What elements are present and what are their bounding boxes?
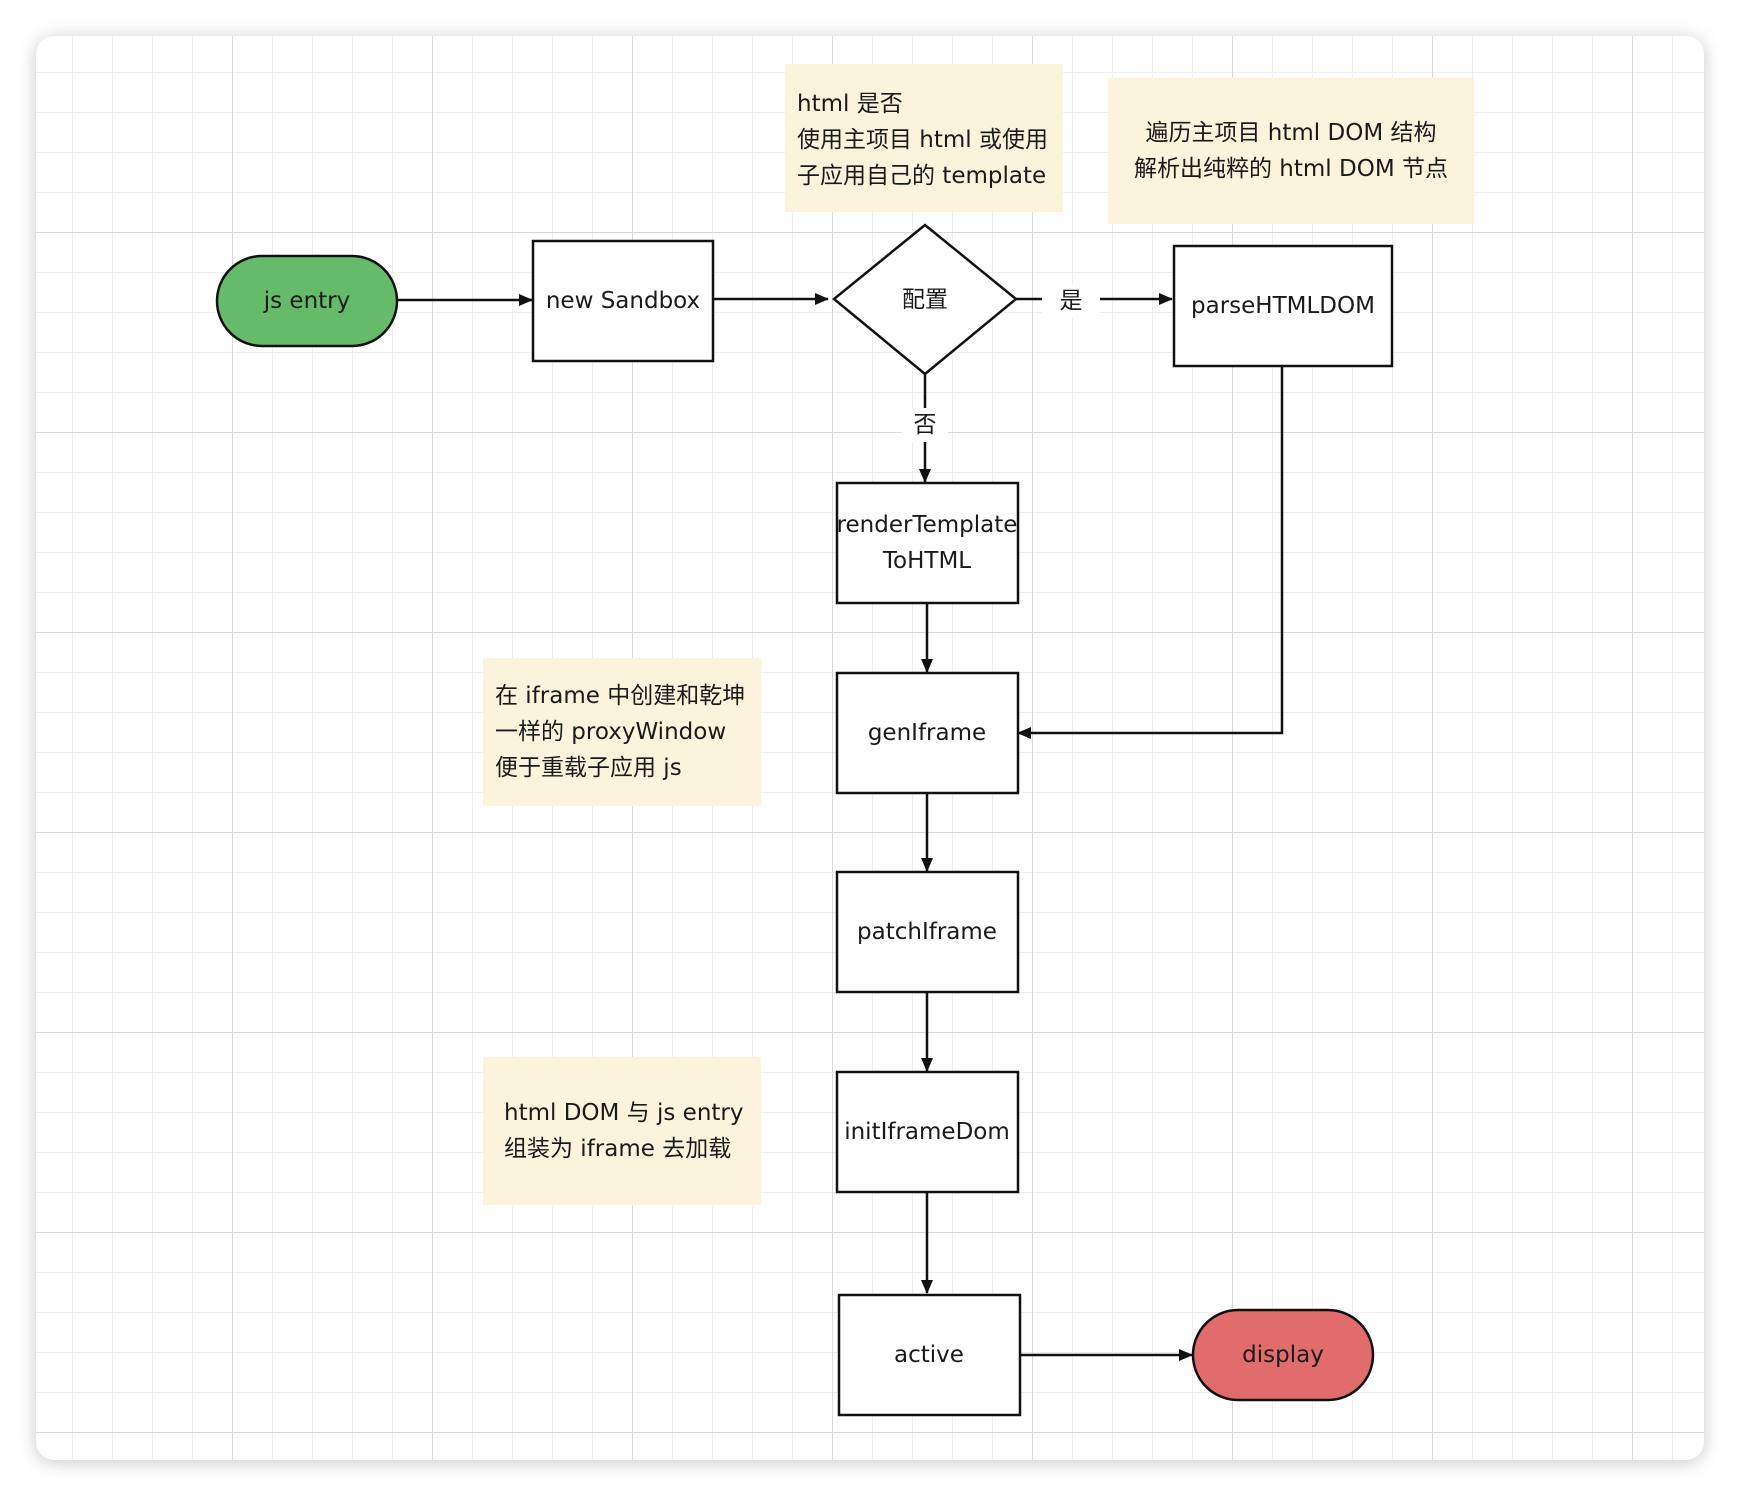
- note-line: html 是否: [797, 91, 903, 117]
- process-patch-iframe-label: patchIframe: [857, 919, 997, 945]
- edge-label-yes-bg: [1042, 284, 1100, 318]
- process-parse-html-dom[interactable]: [1172, 244, 1394, 368]
- start-node-label: js entry: [263, 288, 351, 314]
- process-render-template-label-1: renderTemplate: [837, 512, 1018, 538]
- end-node-label: display: [1242, 1342, 1324, 1368]
- process-active-label: active: [894, 1342, 964, 1368]
- note-line: 子应用自己的 template: [797, 163, 1047, 189]
- note-line: 一样的 proxyWindow: [495, 719, 727, 745]
- note-line: 遍历主项目 html DOM 结构: [1145, 120, 1437, 146]
- process-gen-iframe-label: genIframe: [868, 720, 986, 746]
- decision-config-label: 配置: [902, 287, 948, 313]
- process-init-iframe-dom[interactable]: [835, 1070, 1020, 1194]
- edge-label-yes: 是: [1060, 288, 1083, 314]
- start-node-js-entry[interactable]: [215, 254, 399, 348]
- edge-label-no: 否: [914, 412, 937, 438]
- note-line: 便于重载子应用 js: [495, 755, 682, 781]
- process-new-sandbox-label: new Sandbox: [546, 288, 700, 314]
- process-render-template[interactable]: [835, 481, 1020, 605]
- note-traverse-dom: 遍历主项目 html DOM 结构 解析出纯粹的 html DOM 节点: [1108, 78, 1474, 224]
- note-proxy-window: 在 iframe 中创建和乾坤 一样的 proxyWindow 便于重载子应用 …: [483, 658, 761, 806]
- process-parse-html-dom-label: parseHTMLDOM: [1191, 293, 1375, 319]
- process-new-sandbox[interactable]: [531, 239, 715, 363]
- decision-config[interactable]: [832, 223, 1018, 376]
- note-html-choice: html 是否 使用主项目 html 或使用 子应用自己的 template: [785, 64, 1063, 212]
- end-node-display[interactable]: [1191, 1308, 1375, 1402]
- note-line: 组装为 iframe 去加载: [504, 1136, 732, 1162]
- process-render-template-label-2: ToHTML: [882, 548, 971, 574]
- note-assemble: html DOM 与 js entry 组装为 iframe 去加载: [483, 1057, 761, 1205]
- note-line: 使用主项目 html 或使用: [797, 127, 1049, 153]
- edge-parse-geniframe: [1017, 367, 1284, 739]
- note-line: 解析出纯粹的 html DOM 节点: [1134, 156, 1448, 182]
- edge-label-no-bg: [902, 408, 948, 442]
- note-line: html DOM 与 js entry: [504, 1100, 744, 1126]
- note-line: 在 iframe 中创建和乾坤: [495, 683, 746, 709]
- process-gen-iframe[interactable]: [835, 671, 1020, 795]
- process-patch-iframe[interactable]: [835, 870, 1020, 994]
- process-active[interactable]: [837, 1293, 1022, 1417]
- process-init-iframe-dom-label: initIframeDom: [844, 1119, 1010, 1145]
